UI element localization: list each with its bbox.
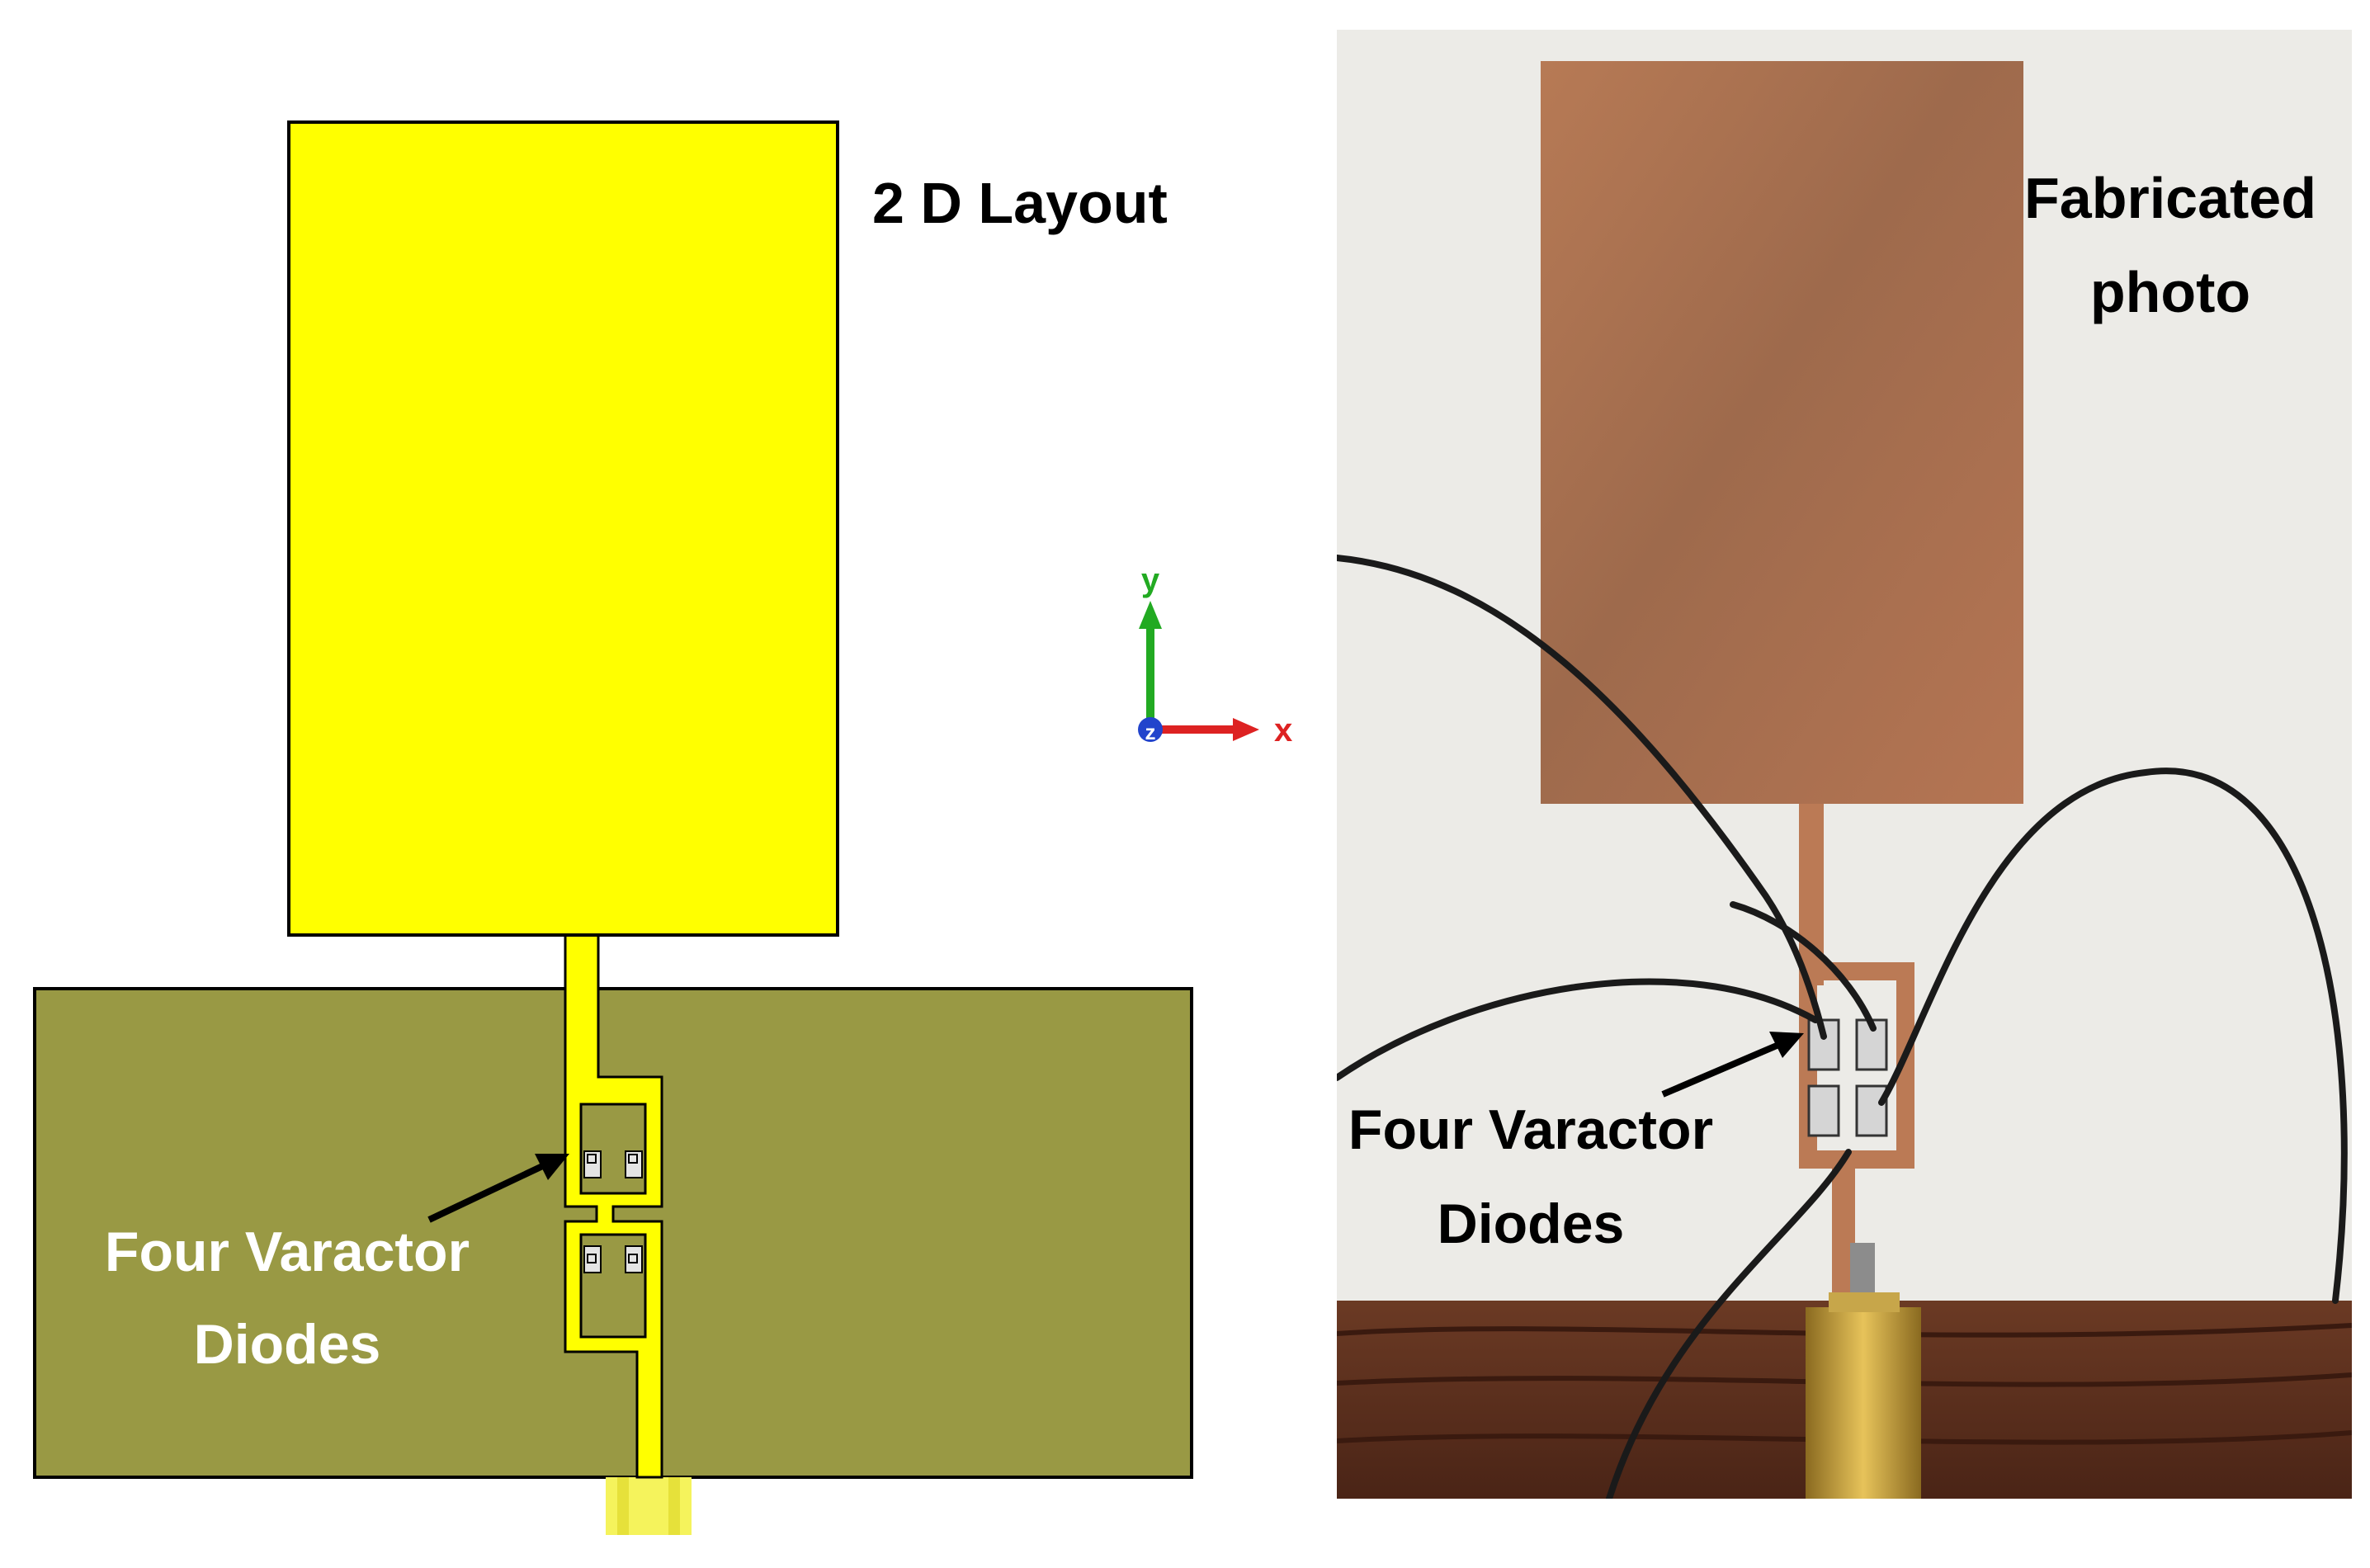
layout-diode-label-line1: Four Varactor — [105, 1221, 470, 1283]
fabricated-photo: Fabricated photo Four Varactor Diodes — [1337, 30, 2352, 1499]
sma-connector — [1806, 1243, 1921, 1499]
z-axis-icon — [1138, 717, 1163, 742]
axis-triad: y x z — [1138, 562, 1292, 749]
layout-drawing: 2 D Layout Four Varactor Diodes y x z — [33, 120, 1292, 1535]
layout-title: 2 D Layout — [872, 171, 1168, 235]
layout-panel: 2 D Layout Four Varactor Diodes y x z — [33, 120, 1292, 1535]
diode-4 — [625, 1245, 643, 1273]
axis-y-label: y — [1141, 562, 1160, 598]
axis-z-label: z — [1145, 720, 1156, 744]
axis-x-label: x — [1274, 712, 1292, 749]
varactor-diodes — [583, 1150, 643, 1273]
copper-patch — [1541, 61, 2023, 804]
photo-title-line2: photo — [2090, 260, 2250, 324]
diode-3 — [583, 1245, 602, 1273]
photo-title-line1: Fabricated — [2024, 166, 2316, 230]
feed-line-network — [564, 929, 663, 1479]
photo-panel: Fabricated photo Four Varactor Diodes — [1337, 30, 2352, 1499]
layout-diode-label-line2: Diodes — [194, 1313, 381, 1376]
radiating-patch — [287, 120, 839, 937]
bias-wires — [1337, 555, 2348, 1499]
photo-diode-label-line2: Diodes — [1438, 1193, 1625, 1255]
photo-diode-label-line1: Four Varactor — [1348, 1098, 1713, 1161]
diode-arrow — [427, 1159, 553, 1223]
photo-diode-arrow — [1661, 1040, 1784, 1098]
